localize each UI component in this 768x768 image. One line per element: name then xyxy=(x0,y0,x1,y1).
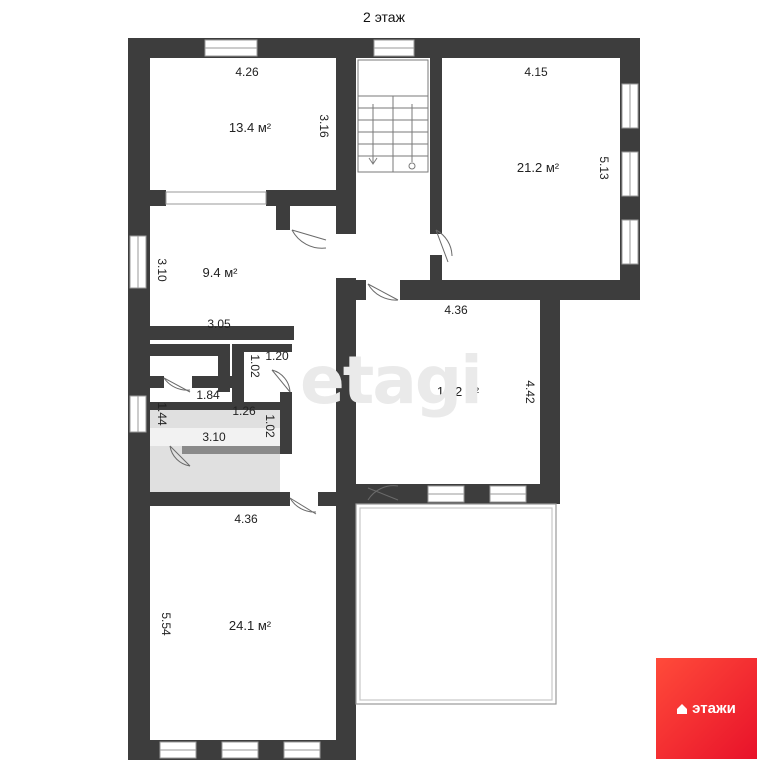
wall-mid-upper xyxy=(336,278,356,506)
logo-content: этажи xyxy=(677,700,736,717)
wall-closet-top xyxy=(232,344,292,352)
logo-text: этажи xyxy=(692,700,736,717)
bath-width: 3.10 xyxy=(202,430,226,444)
wall-room4-top-b xyxy=(400,280,560,300)
room2-height: 3.10 xyxy=(155,258,169,282)
door-bath xyxy=(169,445,191,467)
room3-height: 5.13 xyxy=(597,156,611,180)
wall-bath-bottom-b xyxy=(318,492,356,506)
door-room5 xyxy=(289,497,317,515)
room5-height: 5.54 xyxy=(159,612,173,636)
window-bottom-3 xyxy=(283,741,321,759)
window-bottom-2 xyxy=(221,741,259,759)
wall-hall-left xyxy=(232,388,244,402)
wall-closet-left xyxy=(232,344,244,388)
wall-hall-right xyxy=(280,392,292,454)
wall-room2-bottom xyxy=(128,326,290,340)
wall-room2-right-b xyxy=(280,326,294,340)
wall-stair-right xyxy=(430,38,442,234)
hall-width: 1.26 xyxy=(232,404,256,418)
outer-wall-bottom-upper-right xyxy=(540,280,640,300)
door-wc xyxy=(163,377,191,393)
room4-width: 4.36 xyxy=(444,303,468,317)
closet-height: 1.02 xyxy=(248,354,262,378)
window-right-2 xyxy=(621,151,639,197)
wall-wc-top xyxy=(128,344,224,356)
door-stair xyxy=(435,229,453,263)
wc-width: 1.84 xyxy=(196,388,220,402)
room4-height: 4.42 xyxy=(523,380,537,404)
room3-width: 4.15 xyxy=(524,65,548,79)
etazhi-logo: этажи xyxy=(656,658,757,759)
window-right-1 xyxy=(621,83,639,129)
windows xyxy=(129,39,639,759)
room2-width: 3.05 xyxy=(207,317,231,331)
room5-area: 24.1 м² xyxy=(229,618,272,633)
wall-wc-bottom-b xyxy=(192,376,232,388)
wall-room2-right xyxy=(276,190,290,230)
terrace-outline xyxy=(355,503,557,705)
outer-wall-top-right xyxy=(440,38,640,58)
room1-height: 3.16 xyxy=(317,114,331,138)
room3-area: 21.2 м² xyxy=(517,160,560,175)
window-top-room1 xyxy=(204,39,258,57)
window-left-wc xyxy=(129,395,147,433)
window-top-stair xyxy=(373,39,415,57)
room1-width: 4.26 xyxy=(235,65,259,79)
window-room1-bottom xyxy=(165,191,267,205)
window-room4-bottom-2 xyxy=(489,485,527,503)
wc-height: 1.44 xyxy=(155,402,169,426)
wall-bath-bottom xyxy=(128,492,290,506)
window-bottom-1 xyxy=(159,741,197,759)
window-right-3 xyxy=(621,219,639,265)
wall-room4-top-a xyxy=(336,280,366,300)
closet-width: 1.20 xyxy=(265,349,289,363)
wall-room1-bottom xyxy=(128,190,166,206)
outer-wall-right-lower xyxy=(336,484,356,760)
house-icon xyxy=(677,703,688,714)
staircase xyxy=(357,59,429,173)
doors xyxy=(163,229,453,515)
wall-stair-left xyxy=(336,38,356,234)
wall-wc-bottom xyxy=(128,376,164,388)
room1-area: 13.4 м² xyxy=(229,120,272,135)
hall-height: 1.02 xyxy=(263,414,277,438)
door-room4-top xyxy=(367,283,399,301)
wall-right-room-left xyxy=(430,255,442,280)
outer-wall-right-mid xyxy=(540,280,560,504)
room5-width: 4.36 xyxy=(234,512,258,526)
floor-title: 2 этаж xyxy=(363,9,406,25)
door-closet xyxy=(271,369,291,393)
door-room4-bottom xyxy=(367,485,399,501)
window-room4-bottom-1 xyxy=(427,485,465,503)
room4-area: 19.2 м² xyxy=(437,384,480,399)
door-room2 xyxy=(291,229,327,249)
room2-area: 9.4 м² xyxy=(203,265,239,280)
wall-bath-top xyxy=(128,402,292,410)
window-left-room2 xyxy=(129,235,147,289)
